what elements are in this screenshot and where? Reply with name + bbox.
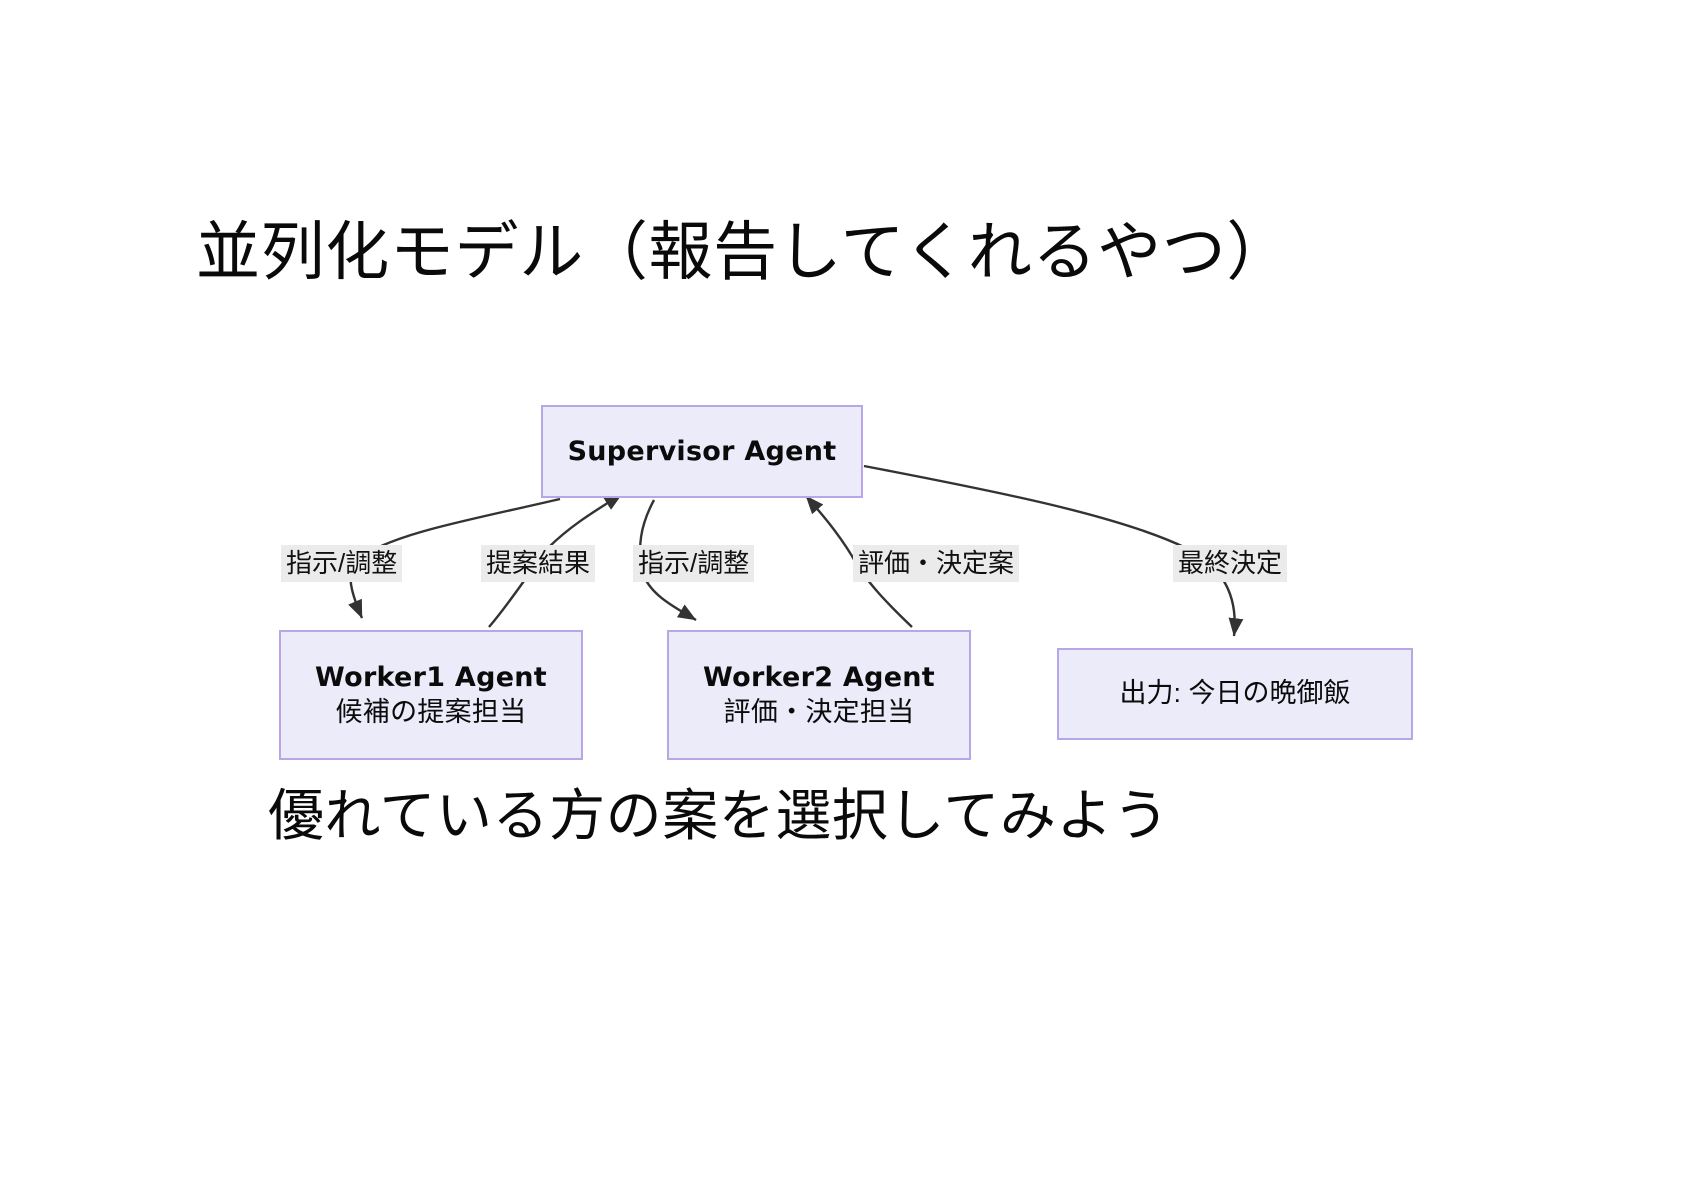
node-worker1-agent-title: Worker1 Agent <box>315 661 547 693</box>
node-worker1-agent-subtitle: 候補の提案担当 <box>335 697 527 727</box>
page-title: 並列化モデル（報告してくれるやつ） <box>196 216 1292 288</box>
edge-label-proposal-result: 提案結果 <box>481 545 596 582</box>
node-output-result[interactable]: 出力: 今日の晩御飯 <box>1057 648 1413 740</box>
node-output-result-title: 出力: 今日の晩御飯 <box>1119 678 1351 709</box>
edge-label-evaluation-decision: 評価・決定案 <box>853 545 1020 582</box>
edge-label-final-decision: 最終決定 <box>1173 545 1288 582</box>
node-worker2-agent-title: Worker2 Agent <box>703 661 935 693</box>
node-supervisor-agent-title: Supervisor Agent <box>567 435 837 467</box>
node-supervisor-agent[interactable]: Supervisor Agent <box>541 405 863 498</box>
edge-label-instruct-worker1: 指示/調整 <box>281 545 403 582</box>
node-worker1-agent[interactable]: Worker1 Agent 候補の提案担当 <box>279 630 583 760</box>
node-worker2-agent-subtitle: 評価・決定担当 <box>723 697 915 727</box>
page-caption: 優れている方の案を選択してみよう <box>268 784 1170 847</box>
node-worker2-agent[interactable]: Worker2 Agent 評価・決定担当 <box>667 630 971 760</box>
edge-label-instruct-worker2: 指示/調整 <box>633 545 755 582</box>
